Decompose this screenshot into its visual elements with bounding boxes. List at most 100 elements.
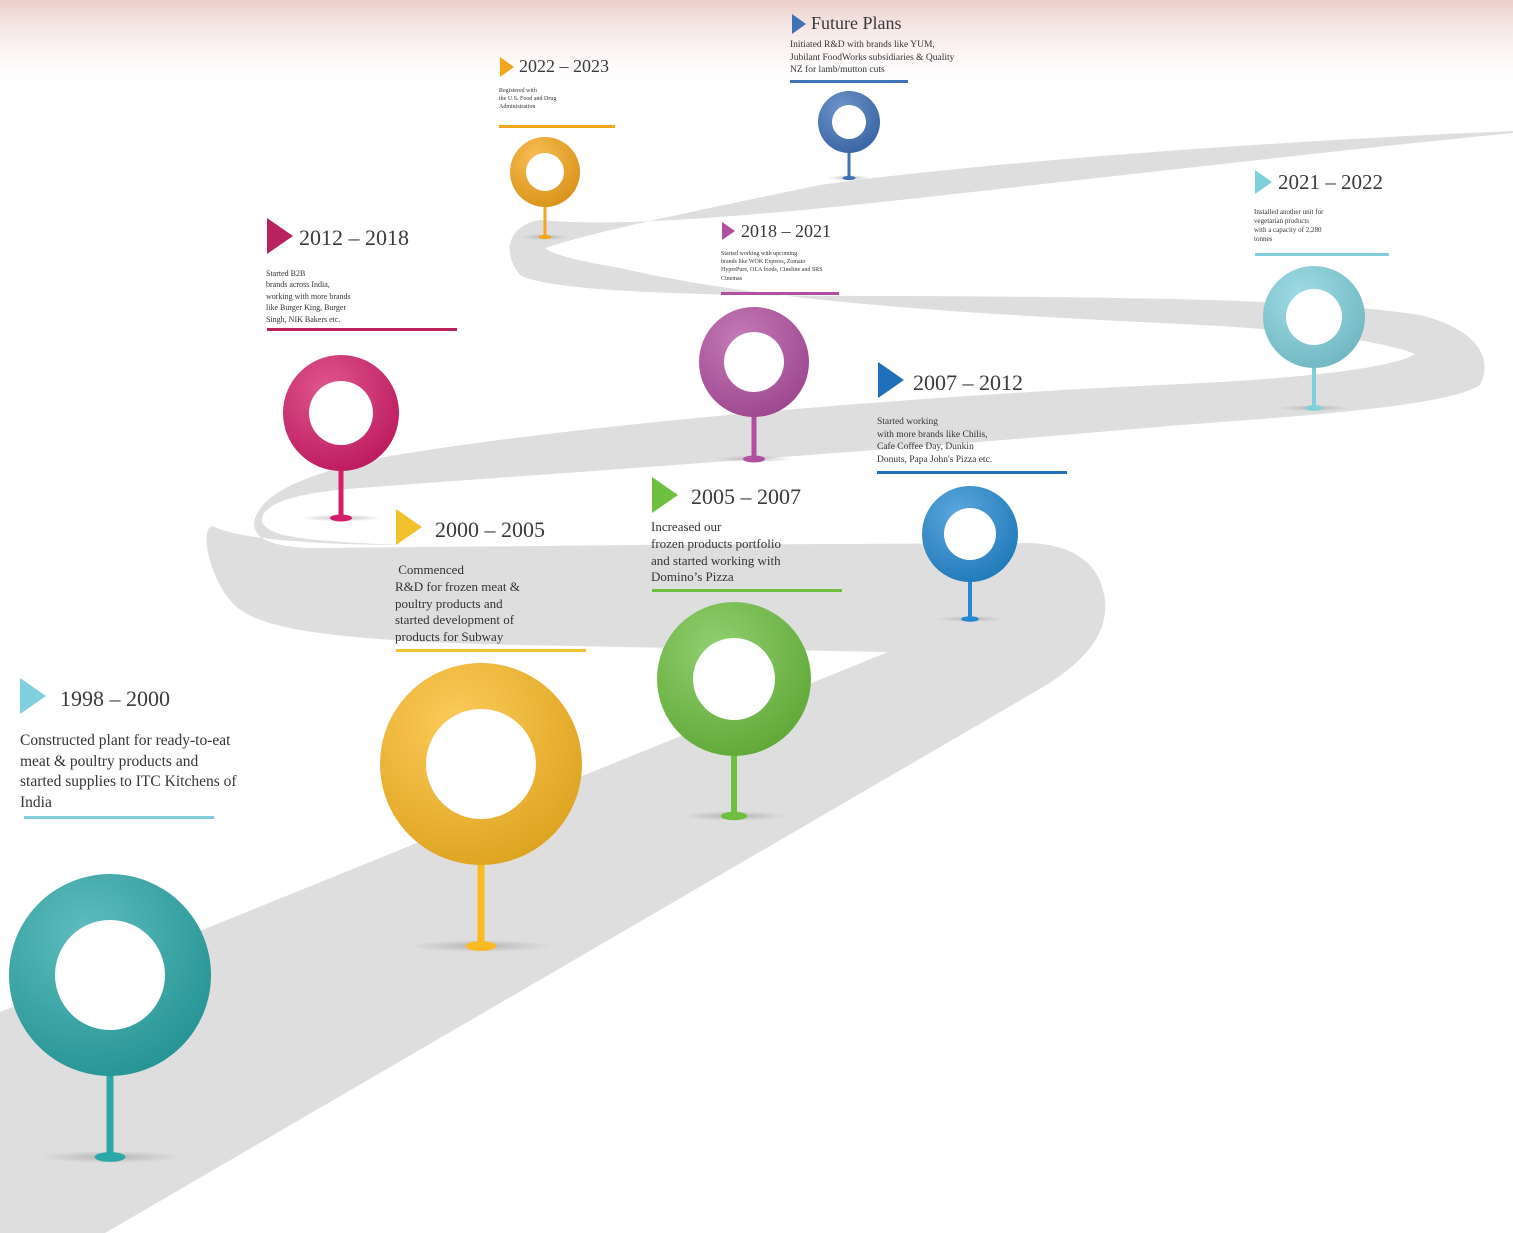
description-line: Donuts, Papa John's Pizza etc.: [877, 454, 993, 465]
pin-hole: [1286, 289, 1342, 345]
pin-foot: [743, 455, 765, 463]
description-line: R&D for frozen meat &: [395, 578, 520, 594]
pin-marker-m2012: [283, 355, 399, 522]
description-line: products for Subway: [395, 629, 504, 645]
description-line: Constructed plant for ready-to-eat: [20, 732, 231, 749]
description-line: Increased our: [651, 519, 722, 534]
description-line: brands across India,: [266, 280, 330, 290]
play-triangle-icon: [267, 218, 293, 254]
pin-hole: [309, 381, 373, 445]
pin-marker-m2021: [1263, 266, 1365, 412]
milestone-title: 2005 – 2007: [691, 484, 801, 509]
description-line: started development of: [395, 612, 515, 628]
milestone-underline: [652, 589, 842, 592]
pin-foot: [961, 616, 979, 622]
pin-foot: [720, 811, 748, 821]
milestone-title: 2000 – 2005: [435, 517, 545, 542]
pin-marker-future: [818, 91, 880, 181]
description-line: Installed another unit for: [1254, 208, 1324, 216]
description-line: meat & poultry products and: [20, 752, 199, 770]
description-line: Administration: [499, 103, 536, 110]
description-line: with more brands like Chilis,: [877, 429, 988, 440]
play-triangle-icon: [652, 477, 678, 513]
milestone-description: Started working with more brands like Chi…: [877, 416, 1077, 466]
pin-marker-m2022: [510, 137, 580, 240]
description-line: the U.S. Food and Drug: [499, 95, 557, 102]
description-line: HyprePure, OLA foods, Cineline and SRS: [721, 267, 823, 274]
milestone-title: 1998 – 2000: [60, 686, 170, 711]
milestone-title: 2012 – 2018: [299, 225, 409, 250]
description-line: tonnes: [1254, 234, 1273, 243]
description-line: Domino’s Pizza: [651, 569, 734, 585]
play-triangle-icon: [396, 509, 422, 545]
pin-marker-m2005: [657, 602, 811, 821]
pin-hole: [55, 920, 165, 1030]
description-line: working with more brands: [266, 291, 351, 301]
milestone-title: 2018 – 2021: [741, 221, 831, 241]
description-line: Registered with: [499, 88, 537, 94]
description-line: poultry products and: [395, 595, 503, 611]
pin-foot: [538, 234, 552, 240]
description-line: Jubilant FoodWorks subsidiaries & Qualit…: [790, 52, 955, 63]
play-triangle-icon: [722, 222, 735, 240]
description-line: Singh, NIK Bakers etc.: [266, 314, 341, 324]
pin-foot: [465, 941, 497, 951]
description-line: Cafe Coffee Day, Dunkin: [877, 442, 974, 453]
description-line: vegetarian products: [1254, 216, 1310, 225]
description-line: Commenced: [395, 562, 464, 577]
milestone-description: Started working with upcoming brands like…: [721, 250, 921, 283]
milestone-underline: [877, 471, 1067, 474]
milestone-underline: [24, 816, 214, 819]
description-line: started supplies to ITC Kitchens of: [20, 773, 237, 790]
milestone-title: 2022 – 2023: [519, 56, 609, 76]
play-triangle-icon: [20, 678, 46, 714]
pin-hole: [426, 709, 536, 819]
description-line: Started working: [877, 417, 938, 427]
milestone-description: Initiated R&D with brands like YUM,Jubil…: [790, 39, 1020, 77]
description-line: and started working with: [651, 552, 781, 568]
pin-foot: [1305, 405, 1323, 411]
description-line: Cinemas: [721, 275, 742, 282]
description-line: frozen products portfolio: [651, 535, 781, 551]
milestone-title: 2007 – 2012: [913, 370, 1023, 395]
pin-hole: [693, 638, 775, 720]
pin-marker-m2018: [699, 307, 809, 463]
top-haze: [0, 0, 1513, 95]
milestone-underline: [721, 292, 839, 295]
play-triangle-icon: [792, 14, 806, 34]
description-line: Started B2B: [266, 269, 306, 278]
pin-hole: [944, 508, 996, 560]
milestone-description: Started B2B brands across India,working w…: [266, 268, 466, 325]
description-line: Started working with upcoming: [721, 251, 798, 257]
road-surface: [0, 131, 1513, 1233]
milestone-description: Constructed plant for ready-to-eat meat &…: [20, 731, 310, 813]
play-triangle-icon: [1255, 170, 1272, 194]
description-line: like Burger King, Burger: [266, 303, 347, 313]
description-line: with a capacity of 2,280: [1254, 225, 1322, 234]
milestone-underline: [1255, 253, 1389, 256]
play-triangle-icon: [500, 57, 514, 77]
milestone-title: Future Plans: [811, 13, 902, 33]
milestone-title: 2021 – 2022: [1278, 170, 1383, 194]
pin-hole: [526, 153, 564, 191]
pin-foot: [330, 514, 352, 522]
pin-hole: [724, 332, 784, 392]
pin-foot: [94, 1152, 126, 1162]
description-line: India: [20, 793, 52, 811]
description-line: brands like WOK Express, Zomato: [721, 259, 806, 266]
milestone-underline: [499, 125, 615, 128]
play-triangle-icon: [878, 362, 904, 398]
milestone-underline: [396, 649, 586, 652]
pin-marker-m1998: [9, 874, 211, 1164]
description-line: NZ for lamb/mutton cuts: [790, 65, 885, 76]
pin-marker-m2000: [380, 663, 582, 953]
pin-marker-m2007: [922, 486, 1018, 622]
milestone-underline: [790, 80, 908, 83]
pin-foot: [842, 175, 856, 181]
